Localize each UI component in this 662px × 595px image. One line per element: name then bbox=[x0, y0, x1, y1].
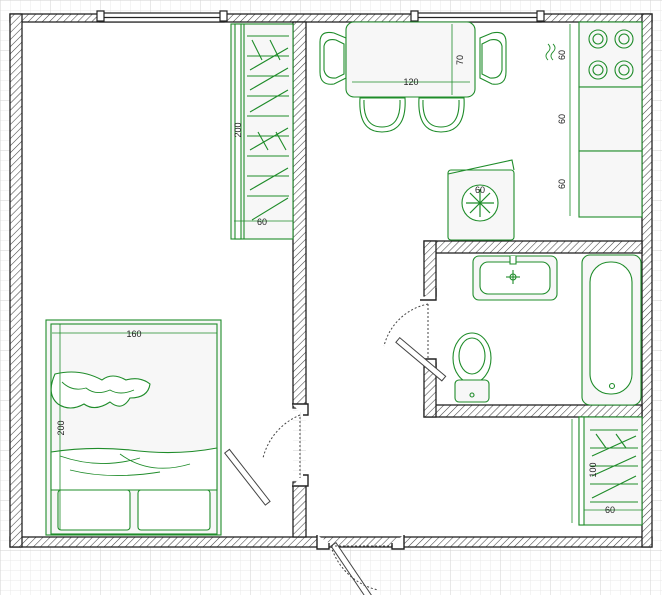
wardrobe-length-label: 200 bbox=[233, 122, 243, 137]
table-width-label: 120 bbox=[403, 77, 418, 87]
bed-length-label: 200 bbox=[56, 420, 66, 435]
door-bathroom[interactable] bbox=[383, 303, 447, 382]
chair bbox=[319, 31, 347, 85]
counter-label: 60 bbox=[557, 114, 567, 124]
closet-length-label: 100 bbox=[588, 462, 598, 477]
bathtub bbox=[581, 254, 642, 406]
burner-icon bbox=[588, 29, 634, 80]
dining-table: 120 70 bbox=[319, 21, 507, 133]
chair bbox=[418, 97, 465, 133]
wall-bath-top bbox=[423, 240, 643, 254]
windows bbox=[96, 10, 545, 23]
sink bbox=[472, 255, 558, 301]
wardrobe: 200 60 bbox=[230, 23, 294, 240]
wall-right bbox=[641, 13, 653, 548]
closet-depth-label: 60 bbox=[605, 505, 615, 515]
hall-closet: 100 60 bbox=[571, 416, 643, 526]
counter-label: 60 bbox=[557, 179, 567, 189]
bed-width-label: 160 bbox=[126, 329, 141, 339]
wall-left bbox=[9, 13, 23, 548]
wall-bath-left-upper bbox=[423, 240, 437, 297]
chair bbox=[359, 97, 406, 133]
wall-partition-lower bbox=[292, 481, 307, 538]
snowflake-icon bbox=[466, 189, 494, 217]
counter-segment bbox=[578, 150, 643, 218]
wall-partition-upper bbox=[292, 21, 307, 409]
kitchen-counter: 60 60 60 bbox=[545, 21, 643, 218]
door-bedroom[interactable] bbox=[223, 414, 301, 506]
stove bbox=[578, 21, 643, 88]
chair bbox=[479, 31, 507, 85]
wardrobe-depth-label: 60 bbox=[257, 217, 267, 227]
washer-label: 60 bbox=[475, 185, 485, 195]
counter-segment bbox=[578, 86, 643, 152]
door-entrance[interactable] bbox=[330, 541, 395, 595]
stove-depth-label: 60 bbox=[557, 50, 567, 60]
wall-bath-bottom bbox=[423, 404, 643, 418]
washing-machine: 60 bbox=[447, 159, 515, 241]
bed: 160 200 bbox=[45, 319, 222, 536]
doors bbox=[223, 303, 447, 595]
walls bbox=[9, 13, 653, 548]
toilet bbox=[452, 332, 492, 403]
table-depth-label: 70 bbox=[455, 55, 465, 65]
